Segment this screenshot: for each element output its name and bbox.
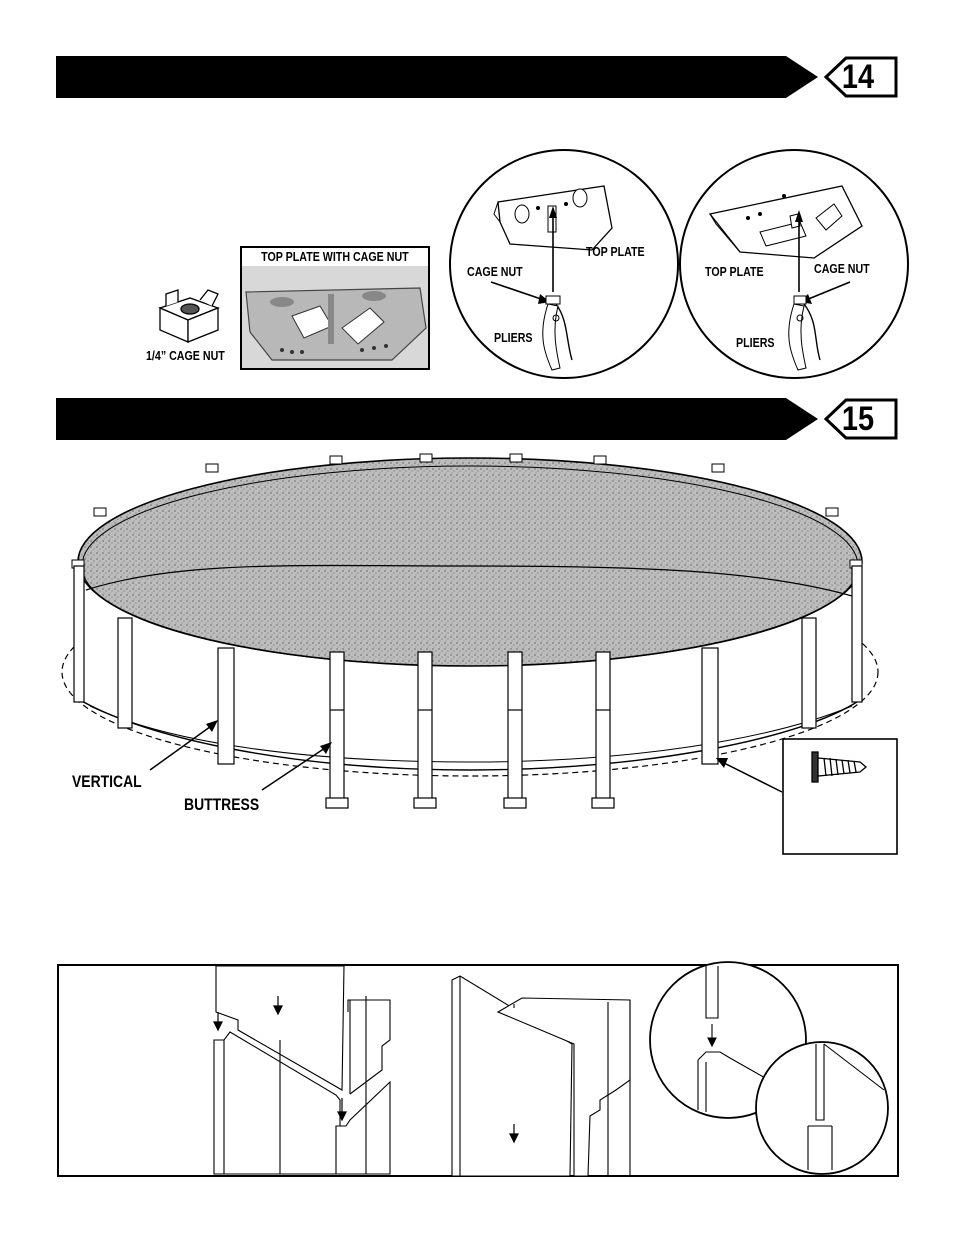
step-15-banner: 15 [56, 398, 898, 440]
step-14-banner: 14 [56, 56, 898, 98]
buttress-label: BUTTRESS [184, 795, 260, 814]
photo-caption: TOP PLATE WITH CAGE NUT [242, 248, 428, 266]
vertical-label: VERTICAL [72, 772, 142, 791]
step-banner-bar [56, 56, 898, 98]
top-plate-label-right: TOP PLATE [705, 264, 764, 279]
cage-nut-caption: 1/4” CAGE NUT [146, 348, 225, 363]
top-plate-label-left: TOP PLATE [586, 244, 645, 259]
cage-nut-label-left: CAGE NUT [467, 264, 523, 279]
cage-nut-label-right: CAGE NUT [814, 261, 870, 276]
pliers-label-right: PLIERS [736, 335, 775, 350]
step-number: 14 [841, 58, 875, 96]
screw-icon [811, 751, 868, 783]
top-plate-photo: TOP PLATE WITH CAGE NUT [240, 246, 430, 370]
top-plate-image [242, 248, 428, 368]
step-number: 15 [841, 400, 875, 438]
pliers-label-left: PLIERS [494, 330, 533, 345]
step-banner-bar [56, 398, 898, 440]
